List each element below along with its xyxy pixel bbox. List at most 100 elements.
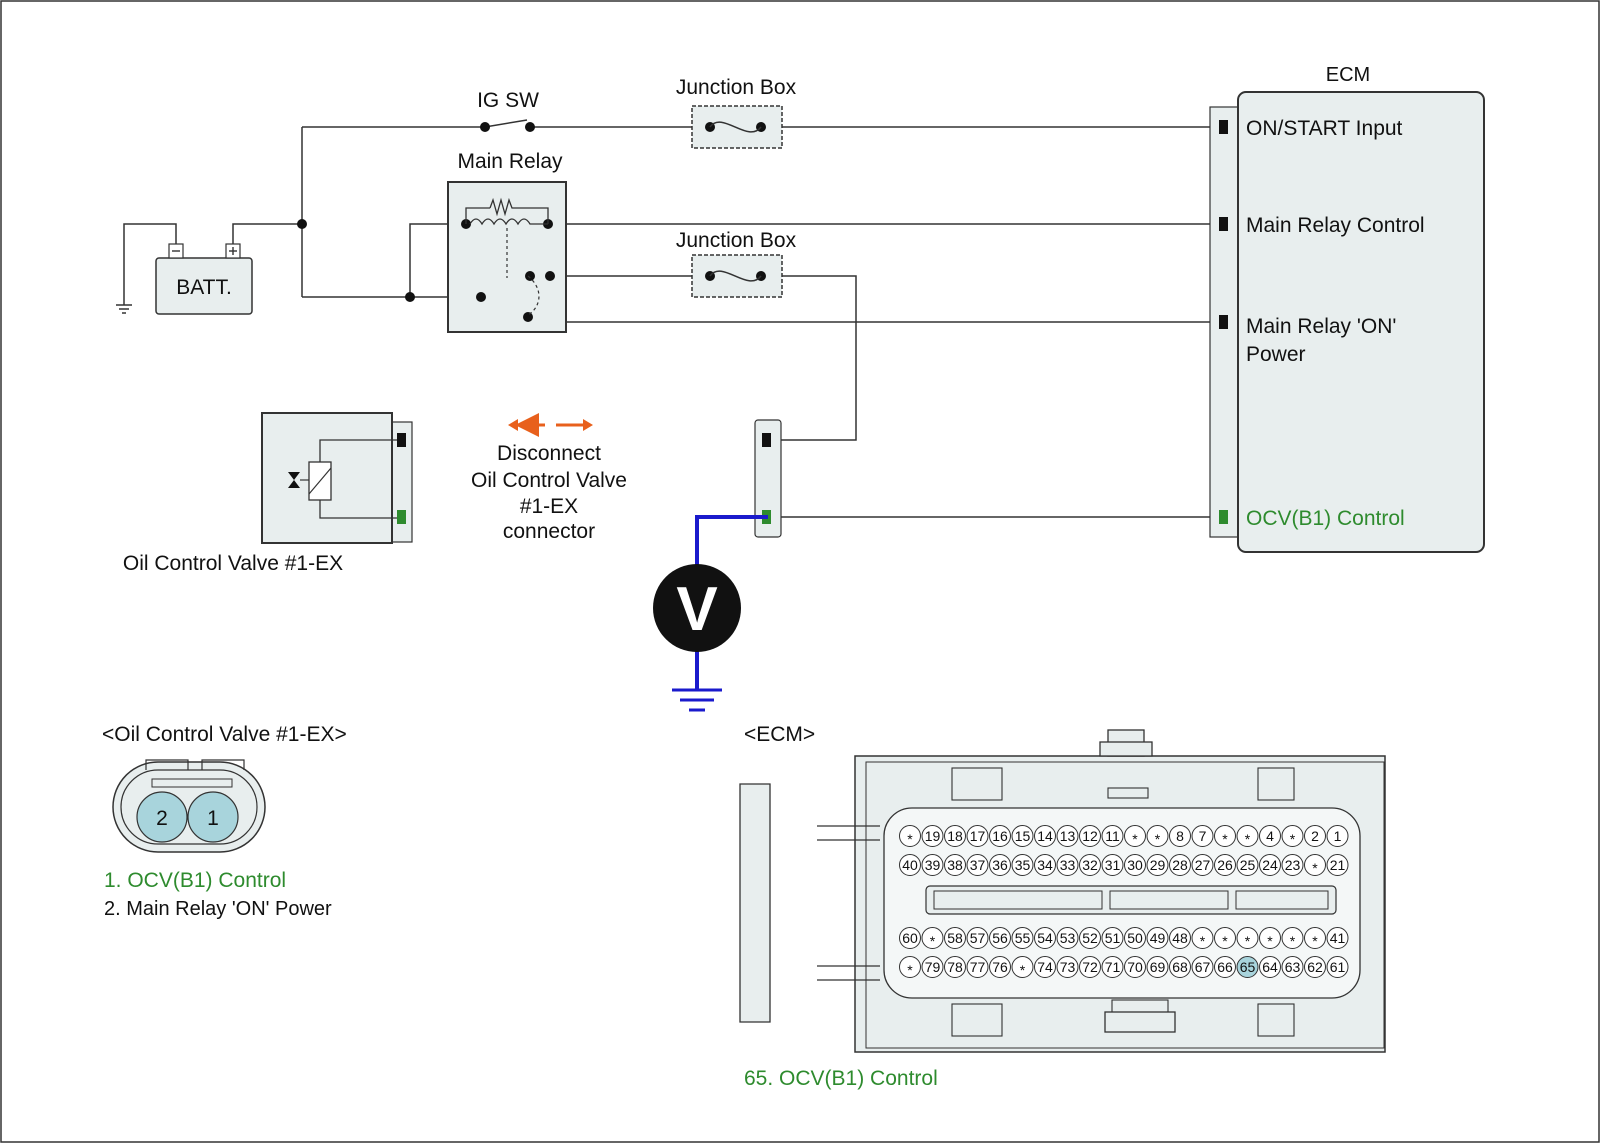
ecm-pin xyxy=(1101,854,1124,876)
ecm-pin-label: 41 xyxy=(1330,930,1346,946)
ecm-pin xyxy=(1259,854,1281,876)
ecm-pin xyxy=(1326,825,1349,847)
ig-switch-label: IG SW xyxy=(477,89,539,112)
junction-box-2-label: Junction Box xyxy=(676,229,797,252)
battery xyxy=(155,243,253,315)
voltmeter-probe xyxy=(653,515,768,712)
coil-icon xyxy=(469,218,548,226)
ecm-pin xyxy=(944,825,966,847)
ecm-pin xyxy=(1304,956,1326,978)
ecm-pin-label: 7 xyxy=(1199,828,1207,844)
ecm-pin xyxy=(1191,927,1214,949)
ecm-pin xyxy=(966,825,989,847)
ecm-pin xyxy=(1056,927,1079,949)
ecm-pin-label: 28 xyxy=(1172,857,1188,873)
ecm-pin xyxy=(1281,927,1304,949)
ecm-pin xyxy=(1281,854,1304,876)
ecm-pin xyxy=(899,825,921,847)
ecm-pin xyxy=(1326,956,1349,978)
ecm-pin-label: 30 xyxy=(1127,857,1143,873)
ecm-pin-label: 57 xyxy=(970,930,986,946)
ecm-pin xyxy=(1146,854,1169,876)
ecm-pin-label: 55 xyxy=(1015,930,1031,946)
ecm-pin xyxy=(1169,927,1191,949)
ecm-pin-ocv xyxy=(1219,510,1228,524)
ecm-pin-label: 24 xyxy=(1262,857,1278,873)
ecm-pin xyxy=(1101,956,1124,978)
ecm-pin xyxy=(1079,927,1101,949)
ecm-pin xyxy=(1326,927,1349,949)
ocv-pin-1-label: 1 xyxy=(207,807,219,830)
ecm-pin-label: 19 xyxy=(925,828,941,844)
ecm-pin-label: 17 xyxy=(970,828,986,844)
ecm-pin xyxy=(921,956,944,978)
ecm-pin xyxy=(1169,956,1191,978)
ecm-pin-label: 78 xyxy=(947,959,963,975)
ecm-pin xyxy=(1259,956,1281,978)
ecm-pin-main-relay-on xyxy=(1219,315,1228,329)
ecm-pin xyxy=(1011,956,1034,978)
resistor-icon xyxy=(465,197,549,224)
disconnect-note-line-4: connector xyxy=(503,520,595,543)
ecm-pin xyxy=(1034,854,1056,876)
ecm-pin-label: * xyxy=(1290,933,1296,949)
ecm-pin-label: 14 xyxy=(1037,828,1053,844)
ecm-pin-label: 76 xyxy=(992,959,1008,975)
ecm-pin xyxy=(1079,825,1101,847)
ecm-pin-label: * xyxy=(1245,933,1251,949)
ecm-pin xyxy=(989,854,1011,876)
ecm-pin xyxy=(899,927,921,949)
ecm-pin-label: 34 xyxy=(1037,857,1053,873)
ecm-pin xyxy=(921,854,944,876)
ecm-pin-label: 67 xyxy=(1195,959,1211,975)
ecm-pin-label: 18 xyxy=(947,828,963,844)
fuse-icon xyxy=(709,121,762,133)
ecm-pin-label: 1 xyxy=(1334,828,1342,844)
ecm-pin-label: 65 xyxy=(1240,959,1256,975)
ecm-pin xyxy=(1169,825,1191,847)
ecm-pin xyxy=(1056,956,1079,978)
ecm-pin xyxy=(1304,854,1326,876)
ecm-pin-label: 38 xyxy=(947,857,963,873)
ecm-pin-label: 50 xyxy=(1127,930,1143,946)
main-relay xyxy=(447,181,567,333)
ecm-pin-label: 25 xyxy=(1240,857,1256,873)
ecm-pin xyxy=(1169,854,1191,876)
ecm-pin-label: 51 xyxy=(1105,930,1121,946)
ecm-pin xyxy=(1124,854,1146,876)
ecm-pin xyxy=(899,854,921,876)
ecm-pin-label: 35 xyxy=(1015,857,1031,873)
ecm-pin-label: 31 xyxy=(1105,857,1121,873)
ecm-pin-label: 40 xyxy=(902,857,918,873)
ecm-pin-label: 8 xyxy=(1176,828,1184,844)
ecm-main-relay-control-label: Main Relay Control xyxy=(1246,214,1425,237)
main-relay-label: Main Relay xyxy=(457,150,563,173)
ecm-pin xyxy=(1214,956,1236,978)
ecm-pin xyxy=(1281,956,1304,978)
ecm-pin-label: 77 xyxy=(970,959,986,975)
ecm-pin xyxy=(1304,825,1326,847)
ecm-pin xyxy=(1056,854,1079,876)
ecm-pin-label: 72 xyxy=(1082,959,1098,975)
ecm-pin xyxy=(1191,956,1214,978)
junction-box-1-label: Junction Box xyxy=(676,76,797,99)
ecm-pin-label: * xyxy=(1020,962,1026,978)
oil-control-valve xyxy=(261,412,413,544)
ecm-pin-label: * xyxy=(1245,831,1251,847)
ecm-pin xyxy=(1191,854,1214,876)
ecm-pin xyxy=(1236,927,1259,949)
ecm-pin-label: 27 xyxy=(1195,857,1211,873)
ecm-pin xyxy=(1124,927,1146,949)
ecm-pin-label: 4 xyxy=(1266,828,1274,844)
ecm-pin xyxy=(1034,927,1056,949)
ecm-pin xyxy=(1124,956,1146,978)
ecm-pin-label: 26 xyxy=(1217,857,1233,873)
ecm-pin-label: 68 xyxy=(1172,959,1188,975)
ecm-pin-label: 60 xyxy=(902,930,918,946)
ocv-pin-2-label: 2 xyxy=(156,807,168,830)
disconnect-note-line-1: Disconnect xyxy=(497,442,601,465)
ecm-pin-label: 36 xyxy=(992,857,1008,873)
ocv-pin-2 xyxy=(136,791,188,843)
ecm-pin xyxy=(966,854,989,876)
